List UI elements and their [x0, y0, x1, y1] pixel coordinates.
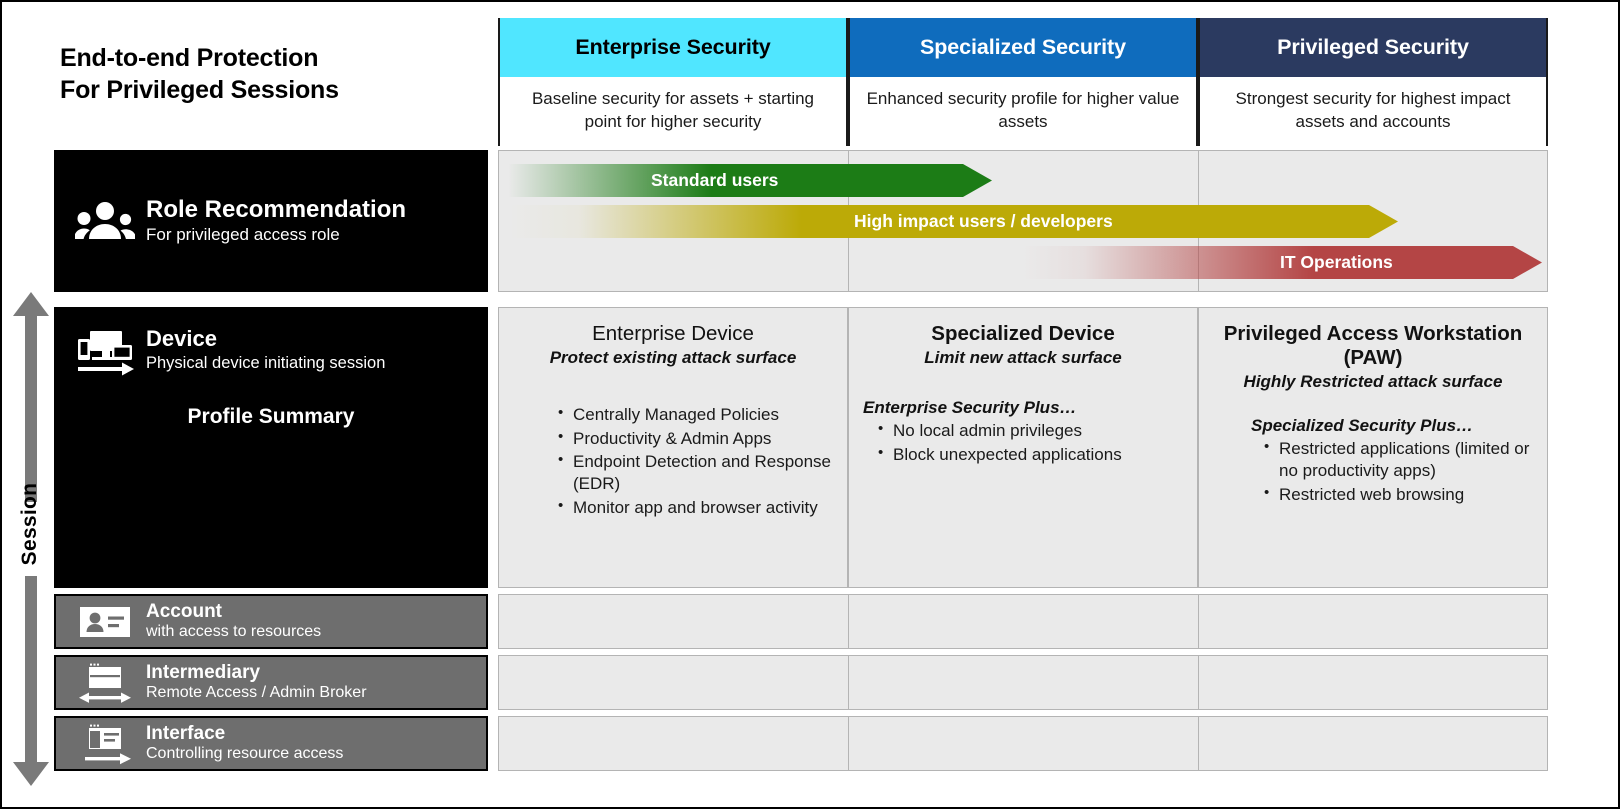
column-header-specialized: Specialized Security Enhanced security p… [848, 18, 1198, 146]
column-divider-2 [1198, 717, 1199, 770]
monitor-devices-arrow-icon [74, 327, 136, 379]
column-divider-2 [1198, 595, 1199, 648]
page-title-line-1: End-to-end Protection [60, 44, 319, 72]
device-cell-enterprise-title: Enterprise Device [592, 322, 754, 345]
column-divider-1 [848, 717, 849, 770]
device-cell-privileged-title: Privileged Access Workstation (PAW) [1223, 322, 1523, 369]
row-label-device: Device Physical device initiating sessio… [54, 307, 488, 588]
list-item: No local admin privileges [877, 419, 1185, 442]
column-header-enterprise-subtitle: Baseline security for assets + starting … [531, 89, 815, 131]
device-cell-specialized-plus-label: Enterprise Security Plus… [863, 398, 1077, 418]
row-label-account: Account with access to resources [54, 594, 488, 649]
session-axis-label: Session [18, 482, 41, 566]
list-item: Productivity & Admin Apps [557, 427, 835, 450]
device-row-title: Device [146, 326, 217, 351]
column-header-privileged: Privileged Security Strongest security f… [1198, 18, 1548, 146]
interface-content-band [498, 716, 1548, 771]
id-card-icon [74, 604, 136, 640]
device-cell-privileged-subtitle: Highly Restricted attack surface [1243, 371, 1503, 391]
list-item: Restricted web browsing [1263, 483, 1535, 506]
intermediary-row-subtitle: Remote Access / Admin Broker [146, 684, 367, 702]
browser-window-bidirectional-arrow-icon [74, 661, 136, 705]
row-label-intermediary: Intermediary Remote Access / Admin Broke… [54, 655, 488, 710]
double-headed-vertical-arrow-icon [13, 292, 49, 786]
device-cell-specialized-title: Specialized Device [931, 322, 1115, 345]
account-content-band [498, 594, 1548, 649]
role-arrow-it-operations: IT Operations [1022, 246, 1542, 279]
profile-summary-label: Profile Summary [187, 405, 355, 428]
interface-row-title: Interface [146, 722, 226, 744]
list-item: Block unexpected applications [877, 443, 1185, 466]
role-arrow-it-operations-label: IT Operations [1280, 252, 1393, 272]
account-row-subtitle: with access to resources [146, 623, 322, 641]
page-title-line-2: For Privileged Sessions [60, 76, 339, 104]
column-header-privileged-subtitle: Strongest security for highest impact as… [1235, 89, 1511, 131]
column-divider-1 [848, 595, 849, 648]
session-axis: Session [8, 290, 54, 788]
column-header-specialized-title: Specialized Security [850, 18, 1196, 77]
device-cell-specialized-subtitle: Limit new attack surface [924, 347, 1122, 367]
list-item: Centrally Managed Policies [557, 403, 835, 426]
row-label-interface: Interface Controlling resource access [54, 716, 488, 771]
page-title: End-to-end Protection For Privileged Ses… [60, 42, 480, 106]
role-arrow-high-impact-label: High impact users / developers [854, 211, 1113, 231]
device-cell-privileged: Privileged Access Workstation (PAW) High… [1198, 307, 1548, 588]
role-row-title: Role Recommendation [146, 195, 407, 223]
role-arrow-standard-users-label: Standard users [651, 170, 779, 190]
role-row-subtitle: For privileged access role [146, 225, 340, 245]
role-arrow-high-impact: High impact users / developers [508, 205, 1398, 238]
column-header-enterprise: Enterprise Security Baseline security fo… [498, 18, 848, 146]
column-divider-2 [1198, 656, 1199, 709]
list-item: Endpoint Detection and Response (EDR) [557, 450, 835, 496]
device-cell-enterprise-bullets: Centrally Managed Policies Productivity … [511, 403, 835, 519]
list-item: Monitor app and browser activity [557, 496, 835, 519]
account-row-title: Account [146, 600, 222, 622]
list-item: Restricted applications (limited or no p… [1263, 437, 1535, 483]
device-cell-privileged-bullets: Restricted applications (limited or no p… [1211, 437, 1535, 506]
device-cell-specialized-bullets: No local admin privileges Block unexpect… [861, 419, 1185, 466]
column-header-enterprise-title: Enterprise Security [500, 18, 846, 77]
column-divider-1 [848, 656, 849, 709]
browser-window-arrow-icon [74, 722, 136, 766]
column-header-specialized-subtitle: Enhanced security profile for higher val… [866, 89, 1180, 131]
intermediary-row-title: Intermediary [146, 661, 261, 683]
device-cell-privileged-plus-label: Specialized Security Plus… [1251, 415, 1474, 435]
device-cell-enterprise-subtitle: Protect existing attack surface [549, 347, 797, 367]
device-row-subtitle: Physical device initiating session [146, 353, 386, 372]
device-cell-specialized: Specialized Device Limit new attack surf… [848, 307, 1198, 588]
intermediary-content-band [498, 655, 1548, 710]
interface-row-subtitle: Controlling resource access [146, 745, 344, 763]
column-header-privileged-title: Privileged Security [1200, 18, 1546, 77]
people-group-icon [74, 201, 136, 241]
device-cell-enterprise: Enterprise Device Protect existing attac… [498, 307, 848, 588]
row-label-role-recommendation: Role Recommendation For privileged acces… [54, 150, 488, 292]
role-arrow-standard-users: Standard users [508, 164, 992, 197]
